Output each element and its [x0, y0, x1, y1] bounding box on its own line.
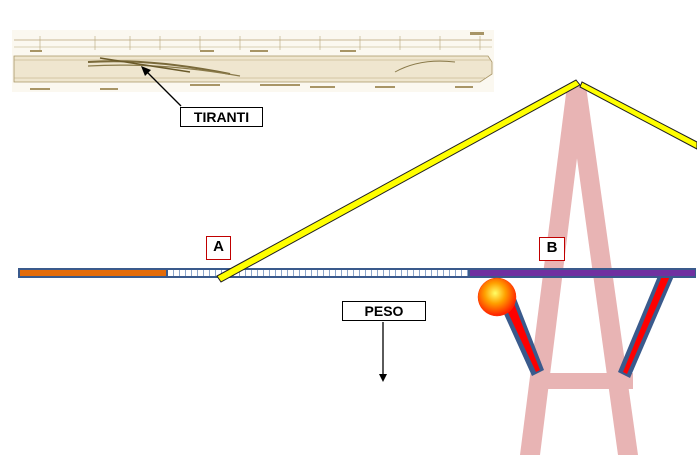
arrow-down-icon	[379, 322, 387, 382]
peso-label: PESO	[342, 301, 426, 321]
stay-cables	[216, 79, 697, 283]
technical-drawing-thumbnail	[12, 30, 494, 92]
deck-struts	[490, 276, 674, 378]
arrow-up-left-icon	[141, 66, 182, 107]
point-b-label: B	[539, 237, 565, 261]
orange-sphere-icon	[477, 277, 517, 317]
deck	[18, 268, 696, 278]
point-a-label: A	[206, 236, 231, 260]
tiranti-label: TIRANTI	[180, 107, 263, 127]
